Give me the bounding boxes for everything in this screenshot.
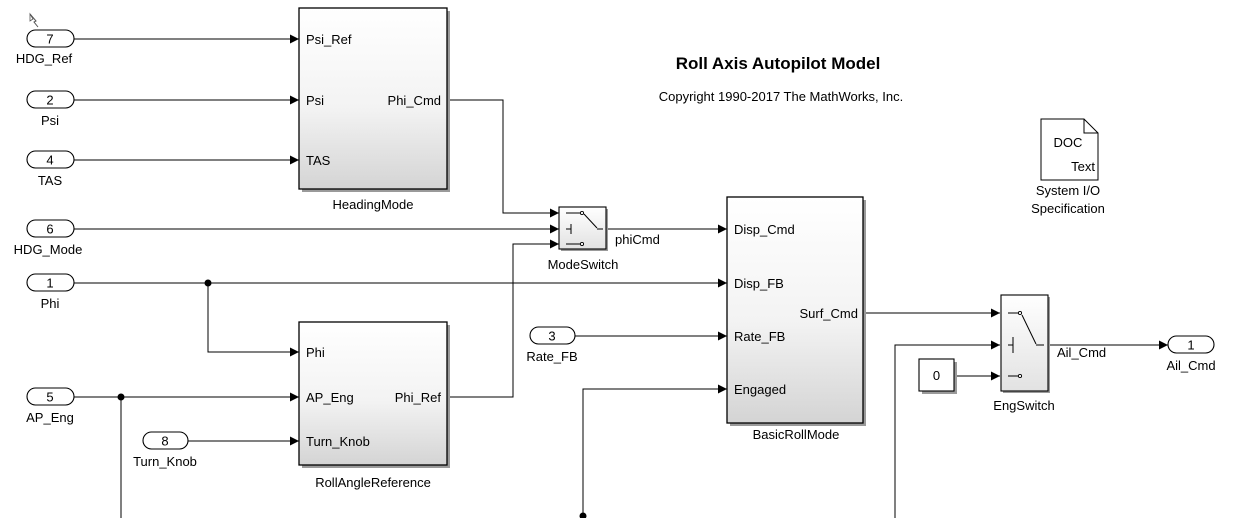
block-name: EngSwitch	[993, 398, 1054, 413]
signal-label-phicmd: phiCmd	[615, 232, 660, 247]
switch-icon	[566, 210, 603, 247]
port-label-ap-eng: AP_Eng	[306, 390, 354, 405]
outport-number: 1	[1187, 338, 1194, 353]
inport-name: Psi	[41, 113, 59, 128]
engaged-branch-point	[579, 512, 587, 518]
model-title: Roll Axis Autopilot Model	[676, 54, 881, 73]
inport-rate-fb[interactable]: 3 Rate_FB	[526, 326, 578, 364]
port-label-phi-cmd: Phi_Cmd	[388, 93, 441, 108]
inport-name: Turn_Knob	[133, 454, 197, 469]
port-label-surf-cmd: Surf_Cmd	[799, 306, 858, 321]
port-label-disp-fb: Disp_FB	[734, 276, 784, 291]
cursor-icon	[29, 12, 39, 28]
port-label-psi-ref: Psi_Ref	[306, 32, 352, 47]
doc-block[interactable]: DOC Text System I/O Specification	[1031, 118, 1105, 216]
doc-caption-line1: System I/O	[1036, 183, 1100, 198]
switch-icon	[1008, 310, 1044, 379]
inport-ap-eng[interactable]: 5 AP_Eng	[26, 387, 75, 425]
signal-label-ail-cmd: Ail_Cmd	[1057, 345, 1106, 360]
inport-number: 3	[548, 329, 555, 344]
signal-lines	[74, 34, 1168, 518]
ap-eng-branch-point	[117, 393, 125, 401]
port-label-disp-cmd: Disp_Cmd	[734, 222, 795, 237]
subsystem-basic-roll-mode[interactable]: Disp_Cmd Disp_FB Rate_FB Engaged Surf_Cm…	[726, 196, 866, 442]
block-name: ModeSwitch	[548, 257, 619, 272]
inport-psi[interactable]: 2 Psi	[26, 90, 75, 128]
inport-number: 4	[46, 153, 53, 168]
doc-tag: DOC	[1054, 135, 1083, 150]
port-label-phi: Phi	[306, 345, 325, 360]
port-label-turn-knob: Turn_Knob	[306, 434, 370, 449]
inport-name: HDG_Mode	[14, 242, 83, 257]
inport-number: 1	[46, 276, 53, 291]
port-label-psi: Psi	[306, 93, 324, 108]
inport-name: AP_Eng	[26, 410, 74, 425]
copyright-notice: Copyright 1990-2017 The MathWorks, Inc.	[659, 89, 903, 104]
switch-mode-switch[interactable]: ModeSwitch	[548, 206, 619, 272]
inport-number: 2	[46, 93, 53, 108]
inport-name: Rate_FB	[526, 349, 577, 364]
inport-name: HDG_Ref	[16, 51, 73, 66]
doc-type: Text	[1071, 159, 1095, 174]
inport-phi[interactable]: 1 Phi	[26, 273, 75, 311]
subsystem-roll-angle-reference[interactable]: Phi AP_Eng Turn_Knob Phi_Ref RollAngleRe…	[298, 321, 450, 490]
subsystem-heading-mode[interactable]: Psi_Ref Psi TAS Phi_Cmd HeadingMode	[298, 7, 450, 212]
block-name: HeadingMode	[333, 197, 414, 212]
inport-turn-knob[interactable]: 8 Turn_Knob	[133, 431, 197, 469]
inport-tas[interactable]: 4 TAS	[26, 150, 75, 188]
inport-hdg-mode[interactable]: 6 HDG_Mode	[14, 219, 83, 257]
block-name: BasicRollMode	[753, 427, 840, 442]
doc-caption-line2: Specification	[1031, 201, 1105, 216]
constant-value: 0	[933, 368, 940, 383]
phi-branch-point	[204, 279, 212, 287]
outport-ail-cmd[interactable]: 1 Ail_Cmd	[1166, 335, 1216, 373]
inport-name: TAS	[38, 173, 63, 188]
inport-name: Phi	[41, 296, 60, 311]
switch-eng-switch[interactable]: EngSwitch	[993, 294, 1055, 413]
port-label-rate-fb: Rate_FB	[734, 329, 785, 344]
inport-number: 6	[46, 222, 53, 237]
block-name: RollAngleReference	[315, 475, 431, 490]
inport-number: 5	[46, 390, 53, 405]
port-label-tas: TAS	[306, 153, 331, 168]
inport-number: 7	[46, 32, 53, 47]
inport-hdg-ref[interactable]: 7 HDG_Ref	[16, 12, 75, 66]
inport-number: 8	[161, 434, 168, 449]
constant-block[interactable]: 0	[918, 358, 957, 394]
port-label-phi-ref: Phi_Ref	[395, 390, 442, 405]
port-label-engaged: Engaged	[734, 382, 786, 397]
outport-name: Ail_Cmd	[1166, 358, 1215, 373]
